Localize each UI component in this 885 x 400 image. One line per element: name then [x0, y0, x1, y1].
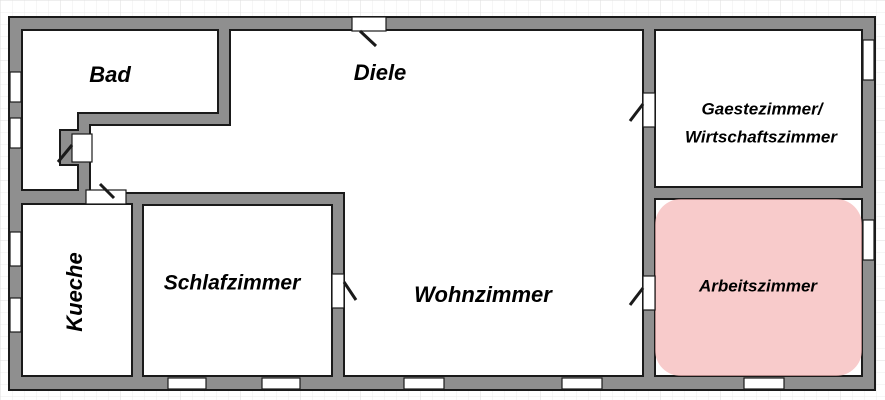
room-kueche	[21, 203, 133, 377]
door-gaestezimmer-gap	[642, 92, 656, 128]
room-arbeitszimmer-highlight	[655, 199, 862, 376]
label-gaestezimmer-line1: Gaestezimmer/	[702, 99, 825, 118]
window-left-bottom	[9, 297, 22, 333]
door-bad-gap	[71, 133, 93, 163]
door-gaestezimmer-leaf	[628, 103, 645, 122]
room-schlafzimmer	[142, 204, 333, 377]
room-diele	[89, 29, 644, 377]
door-entrance-gap	[351, 16, 387, 32]
window-bottom-3	[403, 377, 445, 390]
window-bottom-1	[167, 377, 207, 390]
window-right-lower	[862, 219, 875, 261]
room-bad	[21, 29, 219, 191]
window-bottom-2	[261, 377, 301, 390]
label-bad: Bad	[89, 62, 131, 87]
door-kueche-leaf	[98, 182, 116, 200]
label-gaestezimmer-line2: Wirtschaftszimmer	[685, 127, 838, 146]
label-schlafzimmer: Schlafzimmer	[164, 272, 302, 295]
label-wohnzimmer: Wohnzimmer	[414, 282, 553, 307]
label-arbeitszimmer: Arbeitszimmer	[698, 276, 818, 295]
door-arbeitszimmer-gap	[642, 275, 656, 311]
door-schlafzimmer-gap	[331, 273, 345, 309]
window-left-lower	[9, 231, 22, 267]
window-left-middle	[9, 117, 22, 149]
doors	[56, 16, 656, 311]
label-kueche: Kueche	[62, 252, 87, 331]
door-bad-leaf	[56, 144, 74, 163]
label-diele: Diele	[354, 60, 407, 85]
window-bottom-4	[561, 377, 603, 390]
room-gaestezimmer	[654, 29, 863, 188]
windows	[9, 39, 875, 390]
door-arbeitszimmer-leaf	[628, 287, 645, 306]
door-entrance-leaf	[358, 29, 378, 48]
window-left-upper	[9, 71, 22, 103]
window-bottom-5	[743, 377, 785, 390]
window-right-upper	[862, 39, 875, 81]
door-schlafzimmer-leaf	[342, 281, 358, 301]
